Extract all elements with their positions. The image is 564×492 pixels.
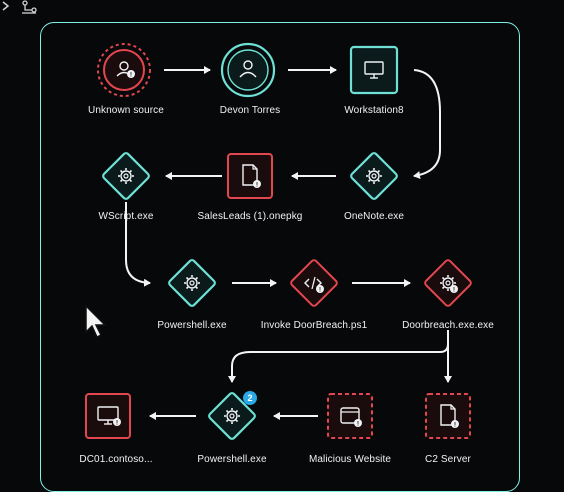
salesleads-label: SalesLeads (1).onepkg <box>197 211 303 222</box>
powershell-2-label: Powershell.exe <box>197 454 267 465</box>
monitor-alert-icon: ! <box>97 406 121 427</box>
invoke-doorbreach-node[interactable]: ! <box>286 255 342 311</box>
c2-server-label: C2 Server <box>425 454 471 465</box>
malicious-website-label: Malicious Website <box>308 454 392 465</box>
svg-text:!: ! <box>116 421 118 427</box>
wscript-node[interactable] <box>98 148 154 204</box>
monitor-icon <box>364 61 384 79</box>
salesleads-node[interactable]: ! <box>226 152 274 200</box>
gear-icon <box>118 168 134 184</box>
unknown-source-node[interactable]: ! <box>96 42 152 98</box>
dc01-node[interactable]: ! <box>84 392 132 440</box>
workstation8-node[interactable] <box>348 44 400 96</box>
doorbreach-exe-node[interactable]: ! <box>420 255 476 311</box>
window-alert-icon: ! <box>340 407 362 428</box>
c2-server-node[interactable]: ! <box>424 392 472 440</box>
gear-icon <box>366 168 382 184</box>
chevron-right-icon[interactable] <box>0 0 14 14</box>
onenote-label: OneNote.exe <box>343 211 405 222</box>
onenote-node[interactable] <box>346 148 402 204</box>
powershell-label: Powershell.exe <box>157 320 227 331</box>
mouse-cursor-icon <box>85 304 107 339</box>
gear-alert-icon: ! <box>440 275 458 294</box>
person-icon <box>239 60 257 78</box>
doorbreach-exe-label: Doorbreach.exe.exe <box>402 320 494 331</box>
file-alert-icon: ! <box>242 164 261 189</box>
invoke-doorbreach-label: Invoke DoorBreach.ps1 <box>260 320 368 331</box>
top-toolbar <box>0 0 564 18</box>
svg-text:!: ! <box>357 422 359 428</box>
devon-torres-node[interactable] <box>220 42 276 98</box>
edge-doorbreach-powershell2 <box>228 330 449 383</box>
file-alert-icon: ! <box>440 404 459 429</box>
workstation8-label: Workstation8 <box>344 105 404 116</box>
person-alert-icon: ! <box>116 61 135 79</box>
gear-icon <box>224 408 240 424</box>
devon-torres-label: Devon Torres <box>219 105 281 116</box>
count-badge: 2 <box>243 391 257 405</box>
code-alert-icon: ! <box>304 276 324 294</box>
edge-workstation-onenote <box>413 69 441 180</box>
wscript-label: WScript.exe <box>98 211 154 222</box>
connector-lines <box>125 66 452 420</box>
powershell-2-node[interactable] <box>204 388 260 444</box>
svg-text:!: ! <box>256 183 258 189</box>
svg-text:!: ! <box>453 288 455 294</box>
edge-wscript-powershell <box>125 202 151 287</box>
svg-text:!: ! <box>454 423 456 429</box>
powershell-node[interactable] <box>164 255 220 311</box>
svg-text:!: ! <box>319 288 321 294</box>
svg-text:!: ! <box>130 73 132 79</box>
unknown-source-label: Unknown source <box>88 105 164 116</box>
malicious-website-node[interactable]: ! <box>326 392 374 440</box>
dc01-label: DC01.contoso... <box>79 454 153 465</box>
gear-icon <box>184 275 200 291</box>
graph-view-icon[interactable] <box>20 0 38 14</box>
